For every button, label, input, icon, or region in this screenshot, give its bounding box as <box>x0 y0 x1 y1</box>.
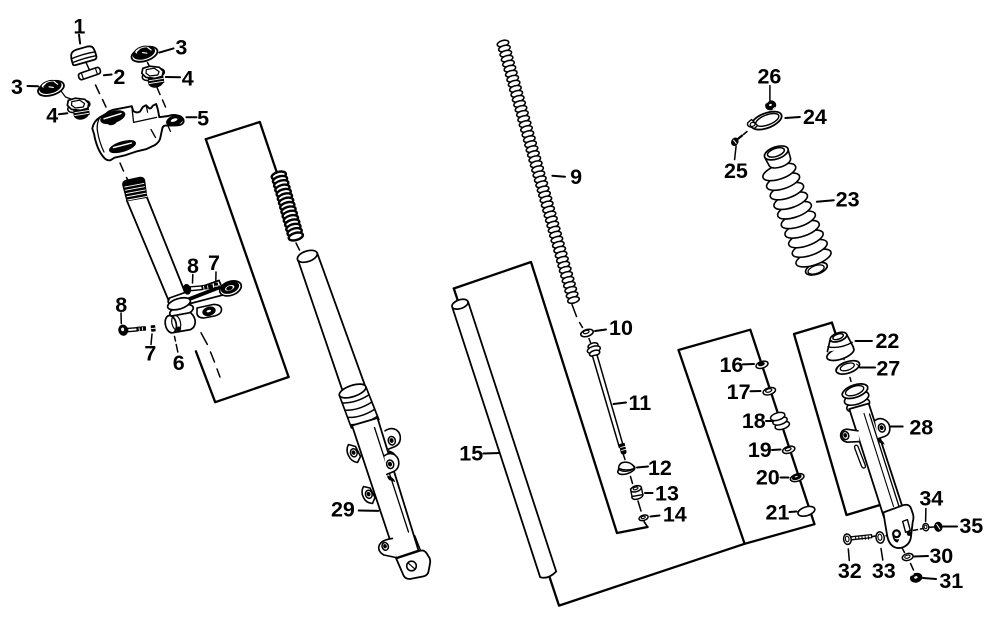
svg-text:16: 16 <box>719 353 743 377</box>
svg-text:23: 23 <box>836 187 860 211</box>
svg-text:31: 31 <box>939 569 963 593</box>
svg-text:15: 15 <box>459 442 483 466</box>
svg-text:8: 8 <box>115 293 127 317</box>
svg-text:32: 32 <box>838 559 862 583</box>
svg-text:11: 11 <box>629 391 652 415</box>
svg-text:6: 6 <box>173 351 185 375</box>
svg-text:33: 33 <box>872 559 896 583</box>
svg-text:14: 14 <box>663 503 687 527</box>
svg-text:35: 35 <box>959 514 983 538</box>
svg-text:8: 8 <box>187 254 199 278</box>
svg-text:12: 12 <box>648 456 672 480</box>
svg-text:9: 9 <box>570 165 582 189</box>
svg-text:3: 3 <box>175 35 187 59</box>
svg-text:5: 5 <box>197 106 209 130</box>
svg-text:1: 1 <box>73 15 85 39</box>
svg-text:3: 3 <box>11 75 23 99</box>
svg-text:28: 28 <box>909 416 933 440</box>
svg-text:7: 7 <box>144 341 156 365</box>
svg-text:7: 7 <box>208 251 220 275</box>
svg-text:10: 10 <box>609 316 633 340</box>
svg-text:22: 22 <box>875 329 899 353</box>
svg-text:4: 4 <box>182 66 194 90</box>
svg-text:21: 21 <box>766 501 790 525</box>
svg-text:20: 20 <box>756 466 780 490</box>
svg-text:29: 29 <box>331 498 355 522</box>
svg-text:24: 24 <box>803 105 827 129</box>
svg-text:27: 27 <box>876 356 900 380</box>
svg-text:19: 19 <box>748 438 772 462</box>
svg-text:17: 17 <box>727 380 751 404</box>
svg-text:2: 2 <box>113 65 125 89</box>
svg-text:25: 25 <box>724 159 748 183</box>
svg-text:4: 4 <box>46 104 58 128</box>
svg-text:18: 18 <box>742 409 766 433</box>
svg-text:34: 34 <box>919 487 943 511</box>
svg-text:30: 30 <box>929 544 953 568</box>
svg-text:26: 26 <box>757 64 781 88</box>
